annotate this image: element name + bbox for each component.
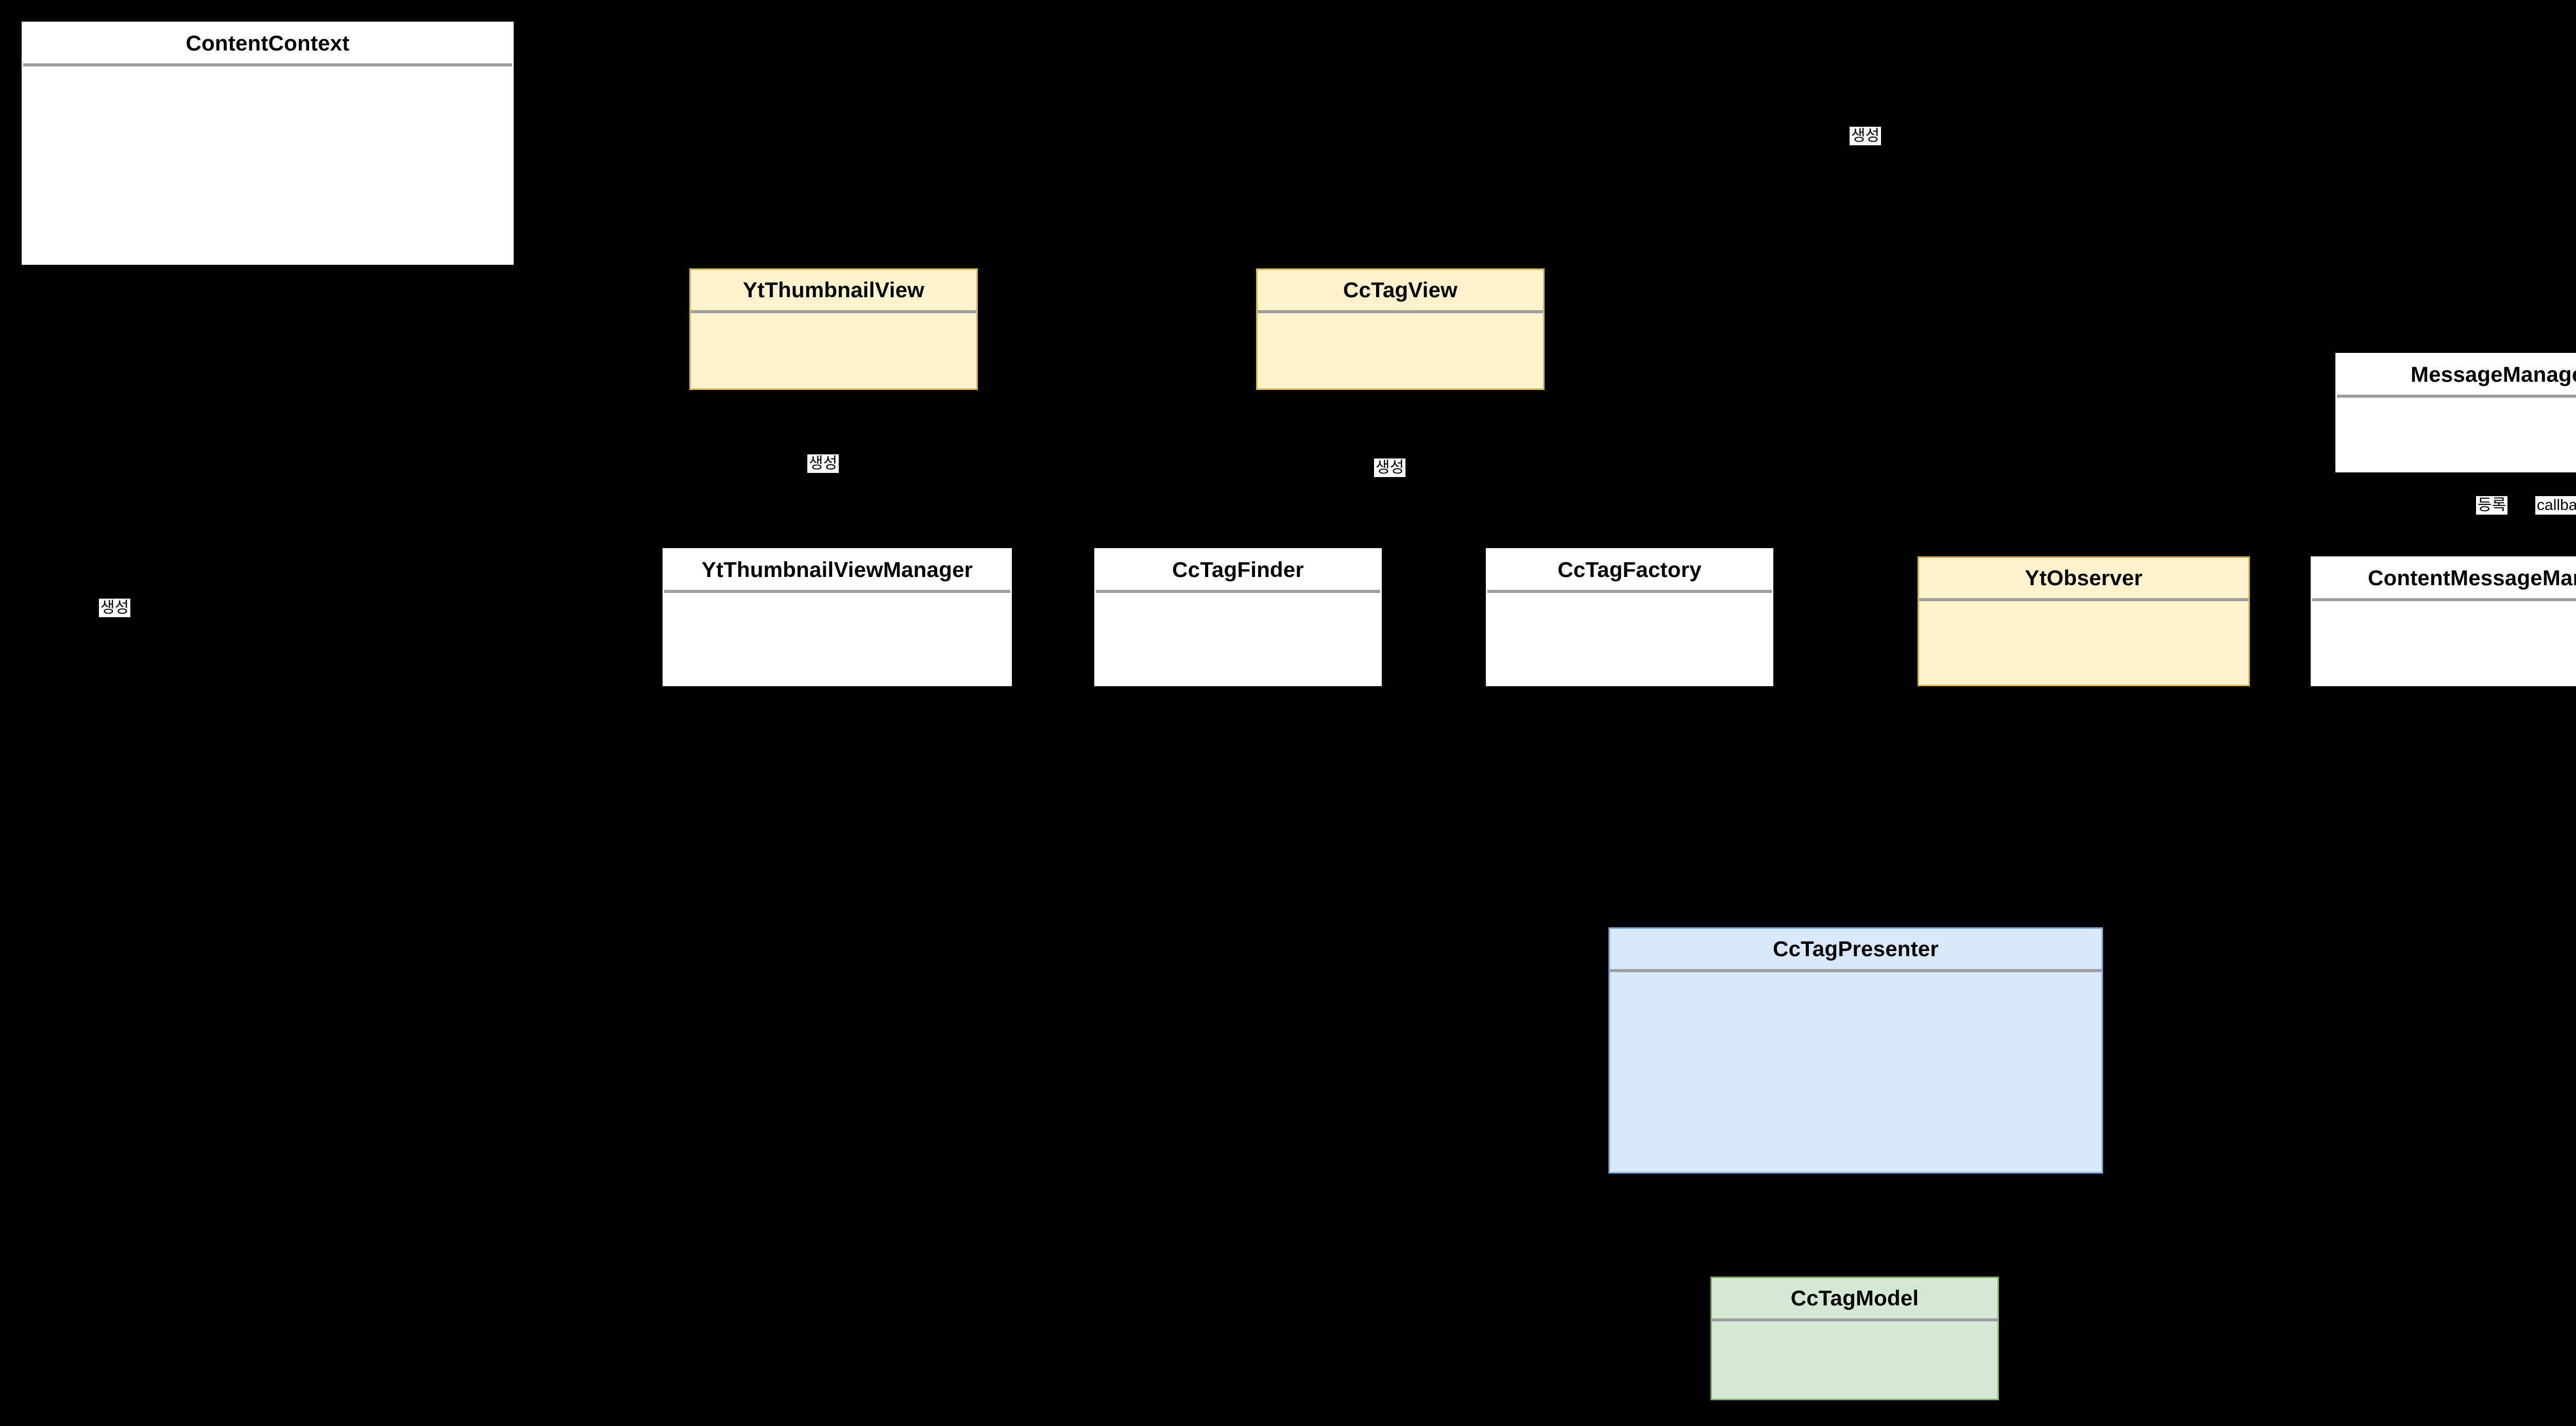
uml-class-cc-tag-factory[interactable]: CcTagFactory bbox=[1486, 548, 1773, 686]
uml-class-cc-tag-finder[interactable]: CcTagFinder bbox=[1094, 548, 1382, 686]
edge-label-label-create-yt-thumbnail-view: 생성 bbox=[807, 454, 839, 473]
uml-class-title: MessageManager bbox=[2337, 354, 2576, 395]
uml-class-title: CcTagFactory bbox=[1487, 550, 1772, 590]
uml-class-title: YtThumbnailView bbox=[691, 270, 976, 310]
uml-class-members bbox=[1096, 593, 1380, 685]
edge-label-label-create-left: 생성 bbox=[99, 599, 131, 617]
uml-class-yt-thumbnail-view-manager[interactable]: YtThumbnailViewManager bbox=[663, 548, 1012, 686]
uml-class-divider bbox=[664, 590, 1010, 593]
uml-class-title: CcTagPresenter bbox=[1610, 929, 2102, 969]
uml-class-yt-observer[interactable]: YtObserver bbox=[1918, 556, 2250, 686]
uml-class-cc-tag-presenter[interactable]: CcTagPresenter bbox=[1608, 927, 2103, 1174]
uml-class-divider bbox=[1712, 1318, 1997, 1321]
uml-class-divider bbox=[691, 310, 976, 313]
uml-class-divider bbox=[2312, 598, 2576, 601]
uml-class-cc-tag-model[interactable]: CcTagModel bbox=[1710, 1277, 1999, 1400]
uml-class-title: ContentContext bbox=[23, 23, 512, 63]
uml-class-members bbox=[664, 593, 1010, 685]
uml-class-title: CcTagModel bbox=[1712, 1278, 1997, 1318]
uml-class-content-context[interactable]: ContentContext bbox=[22, 22, 514, 265]
uml-class-divider bbox=[1919, 598, 2248, 601]
uml-class-divider bbox=[1487, 590, 1772, 593]
uml-class-members bbox=[691, 313, 976, 388]
uml-class-divider bbox=[1096, 590, 1380, 593]
uml-class-members bbox=[1712, 1321, 1997, 1399]
uml-class-message-manager[interactable]: MessageManager bbox=[2335, 353, 2576, 472]
uml-class-members bbox=[1258, 313, 1543, 388]
uml-class-content-message-manager[interactable]: ContentMessageManager bbox=[2311, 556, 2576, 686]
uml-class-members bbox=[23, 66, 512, 263]
uml-class-divider bbox=[2337, 395, 2576, 398]
edge-label-label-register: 등록 bbox=[2476, 496, 2508, 515]
edge-label-label-create-top: 생성 bbox=[1850, 127, 1882, 145]
uml-class-members bbox=[2312, 601, 2576, 685]
uml-class-members bbox=[1487, 593, 1772, 685]
uml-class-members bbox=[1610, 972, 2102, 1172]
uml-class-members bbox=[1919, 601, 2248, 685]
uml-class-divider bbox=[1610, 969, 2102, 972]
uml-class-title: YtThumbnailViewManager bbox=[664, 550, 1010, 590]
edge-label-label-callback: callback bbox=[2535, 496, 2576, 515]
uml-class-title: YtObserver bbox=[1919, 558, 2248, 598]
uml-class-members bbox=[2337, 398, 2576, 471]
uml-class-title: ContentMessageManager bbox=[2312, 558, 2576, 598]
uml-class-title: CcTagView bbox=[1258, 270, 1543, 310]
uml-class-yt-thumbnail-view[interactable]: YtThumbnailView bbox=[689, 268, 978, 390]
uml-class-cc-tag-view[interactable]: CcTagView bbox=[1256, 268, 1545, 390]
edge-label-label-create-cc-tag-view: 생성 bbox=[1374, 459, 1406, 477]
uml-class-divider bbox=[23, 63, 512, 66]
uml-class-title: CcTagFinder bbox=[1096, 550, 1380, 590]
uml-class-divider bbox=[1258, 310, 1543, 313]
